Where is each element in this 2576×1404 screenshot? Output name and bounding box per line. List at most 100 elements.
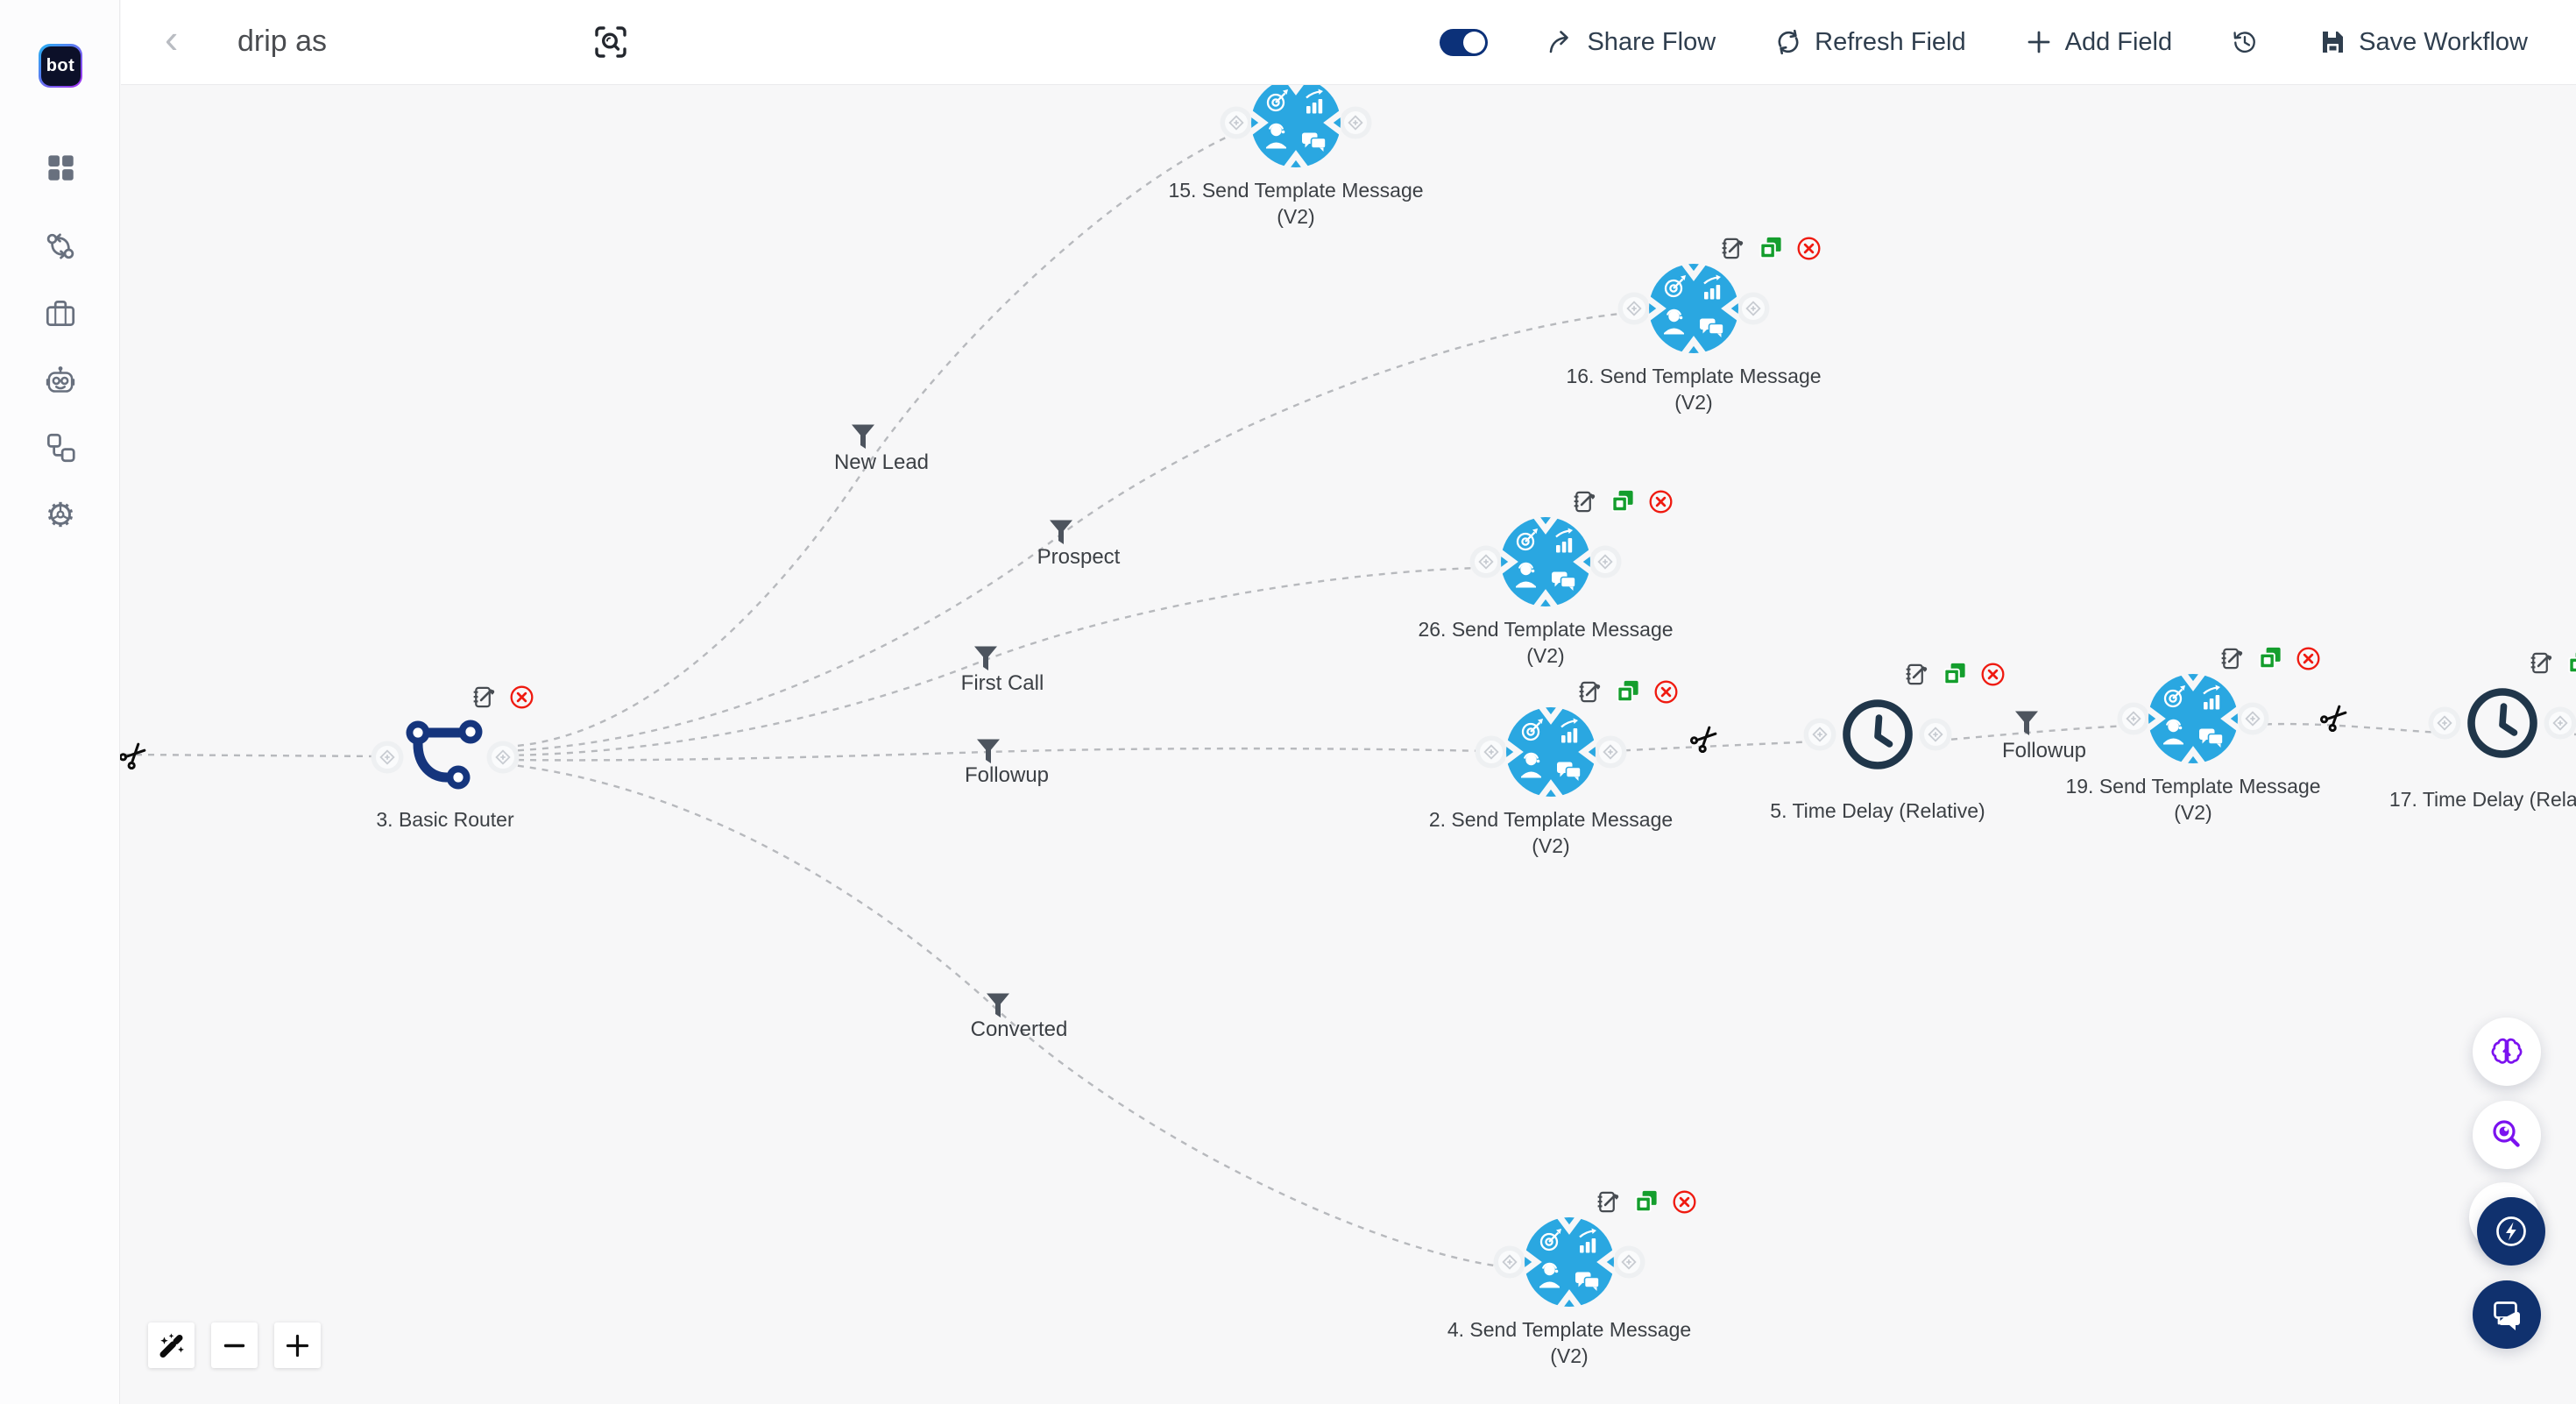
node-16-copy-icon[interactable] xyxy=(1757,235,1784,262)
node-2-right-handle[interactable] xyxy=(1594,735,1627,769)
app-logo[interactable]: bot xyxy=(39,44,82,88)
node-3-left-handle[interactable] xyxy=(371,741,404,774)
node-5-copy-icon[interactable] xyxy=(1941,661,1968,688)
share-flow-button[interactable]: Share Flow xyxy=(1546,27,1716,57)
node-4-crm-icon[interactable] xyxy=(1524,1216,1615,1308)
node-5-delete-icon[interactable] xyxy=(1979,661,2006,688)
quick-actions-button[interactable] xyxy=(2477,1197,2545,1266)
node-19-crm-icon[interactable] xyxy=(2148,673,2239,764)
chat-support-button[interactable] xyxy=(2473,1280,2541,1349)
zoom-in-button[interactable] xyxy=(274,1322,321,1368)
refresh-icon xyxy=(1773,27,1803,57)
node-19-left-handle[interactable] xyxy=(2117,702,2150,735)
node-2-left-handle[interactable] xyxy=(1475,735,1508,769)
node-16-left-handle[interactable] xyxy=(1617,292,1651,325)
node-15-right-handle[interactable] xyxy=(1339,106,1372,139)
branch-funnel-icon-4[interactable] xyxy=(985,992,1011,1020)
node-16-edit-icon[interactable] xyxy=(1718,235,1745,262)
node-5-left-handle[interactable] xyxy=(1803,718,1836,751)
edge-cut-button-2[interactable] xyxy=(2318,701,2351,734)
node-19-right-handle[interactable] xyxy=(2236,702,2269,735)
sidebar-item-dashboard[interactable] xyxy=(42,149,79,186)
node-19-copy-icon[interactable] xyxy=(2256,645,2283,672)
fit-view-button[interactable] xyxy=(148,1322,195,1368)
node-2-label: 2. Send Template Message(V2) xyxy=(1428,808,1674,857)
toggle-knob xyxy=(1463,31,1486,53)
node-17-left-handle[interactable] xyxy=(2428,706,2461,740)
node-4-delete-icon[interactable] xyxy=(1671,1188,1698,1216)
node-3-edit-icon[interactable] xyxy=(470,684,497,711)
branch-funnel-icon-0[interactable] xyxy=(850,423,876,451)
node-26-crm-icon[interactable] xyxy=(1500,516,1591,607)
flow-active-toggle[interactable] xyxy=(1440,28,1489,56)
node-3-delete-icon[interactable] xyxy=(508,684,535,711)
node-4-copy-icon[interactable] xyxy=(1632,1188,1660,1216)
node-4-actions xyxy=(1594,1188,1698,1216)
branch-label: New Lead xyxy=(833,450,930,474)
node-2-actions xyxy=(1575,678,1680,706)
node-26-label: 26. Send Template Message(V2) xyxy=(1418,618,1674,667)
save-workflow-button[interactable]: Save Workflow xyxy=(2318,27,2528,57)
add-field-button[interactable]: Add Field xyxy=(2024,27,2172,57)
node-26-delete-icon[interactable] xyxy=(1647,488,1674,515)
node-17-right-handle[interactable] xyxy=(2544,706,2576,740)
node-4-right-handle[interactable] xyxy=(1612,1245,1645,1279)
node-5-right-handle[interactable] xyxy=(1919,718,1952,751)
flow-edge-0 xyxy=(123,753,384,758)
node-15-crm-icon[interactable] xyxy=(1250,77,1341,168)
node-3-actions xyxy=(470,684,535,711)
node-15-left-handle[interactable] xyxy=(1220,106,1253,139)
node-5-edit-icon[interactable] xyxy=(1902,661,1929,688)
inspect-button[interactable] xyxy=(2473,1101,2541,1169)
branch-funnel-icon-2[interactable] xyxy=(973,645,999,673)
node-26-left-handle[interactable] xyxy=(1469,545,1503,578)
flow-title[interactable]: drip as xyxy=(237,25,328,58)
node-4-left-handle[interactable] xyxy=(1493,1245,1526,1279)
node-4-edit-icon[interactable] xyxy=(1594,1188,1621,1216)
node-19-edit-icon[interactable] xyxy=(2218,645,2245,672)
node-2-copy-icon[interactable] xyxy=(1614,678,1641,706)
version-history-button[interactable] xyxy=(2230,27,2260,57)
zoom-out-button[interactable] xyxy=(211,1322,258,1368)
back-button[interactable]: ‹ xyxy=(165,16,179,61)
node-17-copy-icon[interactable] xyxy=(2565,649,2576,677)
node-16-delete-icon[interactable] xyxy=(1795,235,1822,262)
node-17-clock-icon[interactable] xyxy=(2464,684,2541,762)
share-icon xyxy=(1546,27,1575,57)
branch-funnel-icon-3[interactable] xyxy=(975,738,1001,766)
sidebar-item-flows[interactable] xyxy=(42,228,79,265)
branch-funnel-icon-5[interactable] xyxy=(2013,710,2040,738)
branch-label: Followup xyxy=(964,763,1050,787)
node-19-delete-icon[interactable] xyxy=(2295,645,2322,672)
sidebar-item-briefcase[interactable] xyxy=(42,295,79,332)
sidebar-item-connections[interactable] xyxy=(42,429,79,466)
branch-funnel-icon-1[interactable] xyxy=(1048,519,1074,547)
node-3-right-handle[interactable] xyxy=(486,741,520,774)
node-17-label: 17. Time Delay (Relative) xyxy=(2388,788,2576,811)
node-2-delete-icon[interactable] xyxy=(1652,678,1680,706)
node-2-edit-icon[interactable] xyxy=(1575,678,1603,706)
refresh-field-button[interactable]: Refresh Field xyxy=(1773,27,1966,57)
node-17-edit-icon[interactable] xyxy=(2527,649,2554,677)
app-logo-text: bot xyxy=(40,46,81,86)
sidebar: bot xyxy=(0,0,120,1404)
node-26-edit-icon[interactable] xyxy=(1570,488,1597,515)
node-5-clock-icon[interactable] xyxy=(1839,696,1916,773)
node-26-copy-icon[interactable] xyxy=(1609,488,1636,515)
node-2-crm-icon[interactable] xyxy=(1505,706,1596,798)
save-icon xyxy=(2318,27,2347,57)
node-26-right-handle[interactable] xyxy=(1589,545,1622,578)
branch-label: Followup xyxy=(2001,739,2087,762)
ai-assistant-button[interactable] xyxy=(2473,1018,2541,1086)
sidebar-item-bot-builder[interactable] xyxy=(42,363,79,400)
edge-cut-button-1[interactable] xyxy=(1688,722,1721,755)
node-3-router-icon[interactable] xyxy=(405,719,485,794)
node-16-right-handle[interactable] xyxy=(1737,292,1770,325)
history-icon xyxy=(2230,27,2260,57)
scan-search-icon[interactable] xyxy=(591,22,631,62)
edge-cut-button-0[interactable] xyxy=(117,739,150,771)
sidebar-item-settings[interactable] xyxy=(42,496,79,533)
node-16-crm-icon[interactable] xyxy=(1648,263,1739,354)
